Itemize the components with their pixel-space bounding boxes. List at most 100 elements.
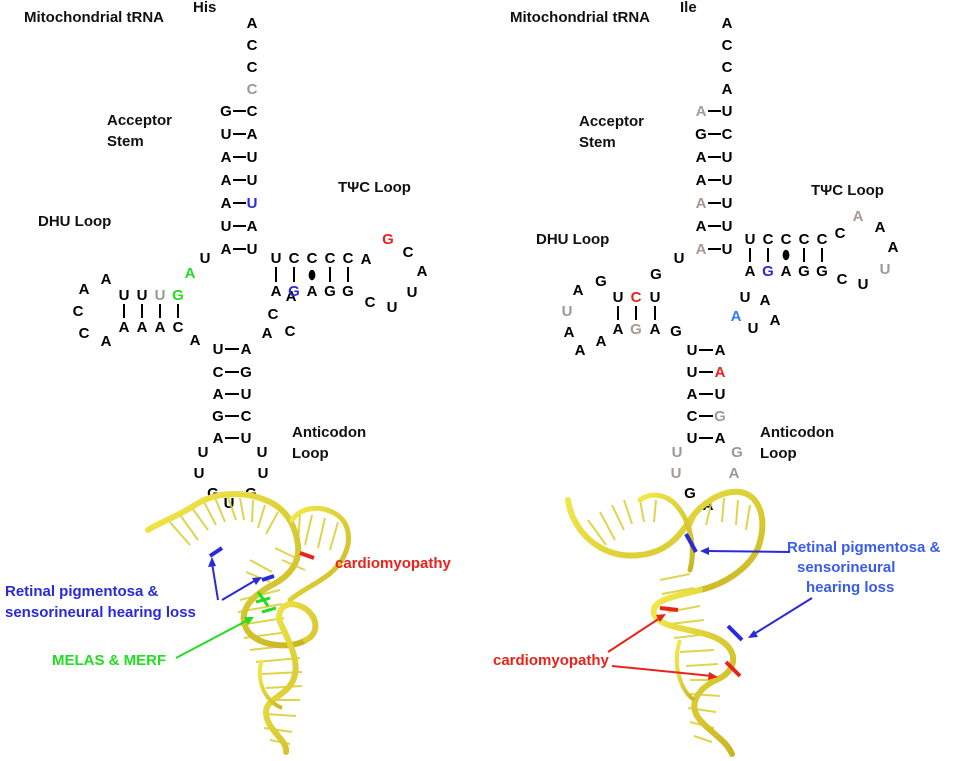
left-3d-structure: [145, 491, 351, 755]
nucleotide-letter: U: [687, 364, 698, 381]
right-base-pair-bonds: [617, 110, 823, 439]
nucleotide-letter: A: [213, 386, 224, 403]
nucleotide-letter: G: [595, 273, 607, 290]
nucleotide-letter: U: [672, 444, 683, 461]
nucleotide-letter: G: [695, 126, 707, 143]
nucleotide-letter: A: [696, 172, 707, 189]
nucleotide-letter: A: [731, 308, 742, 325]
nucleotide-letter: U: [858, 276, 869, 293]
nucleotide-letter: G: [324, 283, 336, 300]
nucleotide-letter: A: [247, 15, 258, 32]
nucleotide-letter: C: [365, 294, 376, 311]
nucleotide-letter: G: [762, 263, 774, 280]
nucleotide-letter: A: [221, 241, 232, 258]
nucleotide-letter: A: [770, 312, 781, 329]
nucleotide-letter: U: [740, 289, 751, 306]
nucleotide-letter: C: [837, 271, 848, 288]
nucleotide-letter: A: [564, 324, 575, 341]
nucleotide-letter: U: [387, 299, 398, 316]
nucleotide-letter: G: [220, 103, 232, 120]
nucleotide-letter: C: [781, 231, 792, 248]
nucleotide-letter: A: [247, 218, 258, 235]
nucleotide-letter: U: [221, 218, 232, 235]
svg-text:sensorineural: sensorineural: [797, 559, 895, 576]
nucleotide-letter: U: [155, 287, 166, 304]
nucleotide-letter: C: [247, 103, 258, 120]
nucleotide-letter: C: [763, 231, 774, 248]
nucleotide-letter: U: [687, 342, 698, 359]
nucleotide-letter: A: [361, 251, 372, 268]
nucleotide-letter: A: [715, 430, 726, 447]
left-melas-annotation: MELAS & MERF: [52, 617, 254, 669]
nucleotide-letter: A: [687, 386, 698, 403]
nucleotide-letter: A: [221, 195, 232, 212]
nucleotide-letter: A: [696, 195, 707, 212]
nucleotide-letter: A: [696, 149, 707, 166]
nucleotide-letter: A: [247, 126, 258, 143]
nucleotide-letter: A: [696, 241, 707, 258]
svg-text:cardiomyopathy: cardiomyopathy: [493, 652, 610, 669]
nucleotide-letter: A: [729, 465, 740, 482]
left-anticodon-loop-label-1: Anticodon: [292, 424, 366, 441]
nucleotide-letter: A: [650, 321, 661, 338]
left-tpsic-loop-label: TΨC Loop: [338, 179, 411, 196]
nucleotide-letter: G: [207, 485, 219, 502]
svg-text:sensorineural hearing loss: sensorineural hearing loss: [5, 604, 196, 621]
nucleotide-letter: A: [262, 325, 273, 342]
nucleotide-letter: U: [722, 241, 733, 258]
nucleotide-letter: A: [221, 149, 232, 166]
nucleotide-letter: A: [190, 332, 201, 349]
nucleotide-letter: G: [650, 266, 662, 283]
nucleotide-letter: A: [715, 364, 726, 381]
nucleotide-letter: G: [684, 485, 696, 502]
nucleotide-letter: C: [241, 408, 252, 425]
nucleotide-letter: A: [745, 263, 756, 280]
nucleotide-letter: A: [417, 263, 428, 280]
nucleotide-letter: A: [137, 319, 148, 336]
nucleotide-letter: A: [875, 219, 886, 236]
nucleotide-letter: A: [213, 430, 224, 447]
nucleotide-letter: A: [596, 333, 607, 350]
nucleotide-letter: U: [247, 195, 258, 212]
nucleotide-letter: C: [343, 250, 354, 267]
left-anticodon-loop-label-2: Loop: [292, 445, 329, 462]
svg-text:hearing loss: hearing loss: [806, 579, 894, 596]
right-tpsic-loop-label: TΨC Loop: [811, 182, 884, 199]
right-title: Mitochondrial tRNA: [510, 9, 650, 26]
nucleotide-letter: C: [173, 319, 184, 336]
nucleotide-letter: A: [573, 282, 584, 299]
right-title-superscript: Ile: [680, 0, 697, 16]
nucleotide-letter: U: [213, 341, 224, 358]
nucleotide-letter: G: [212, 408, 224, 425]
nucleotide-letter: U: [671, 465, 682, 482]
nucleotide-letter: U: [257, 444, 268, 461]
nucleotide-letter: U: [722, 103, 733, 120]
svg-text:Retinal pigmentosa &: Retinal pigmentosa &: [5, 583, 159, 600]
nucleotide-letter: U: [221, 126, 232, 143]
nucleotide-letter: U: [722, 218, 733, 235]
right-acceptor-stem-label-2: Stem: [579, 134, 616, 151]
nucleotide-letter: U: [247, 172, 258, 189]
nucleotide-letter: U: [722, 149, 733, 166]
nucleotide-letter: A: [307, 283, 318, 300]
nucleotide-letter: C: [79, 325, 90, 342]
nucleotide-letter: U: [407, 284, 418, 301]
nucleotide-letter: A: [696, 218, 707, 235]
right-acceptor-stem-label-1: Acceptor: [579, 113, 644, 130]
nucleotide-letter: U: [562, 303, 573, 320]
nucleotide-letter: G: [816, 263, 828, 280]
nucleotide-letter: C: [799, 231, 810, 248]
left-dhu-loop-label: DHU Loop: [38, 213, 111, 230]
nucleotide-letter: A: [613, 321, 624, 338]
nucleotide-letter: C: [631, 289, 642, 306]
nucleotide-letter: U: [247, 241, 258, 258]
left-cardio-annotation: cardiomyopathy: [335, 555, 452, 572]
nucleotide-letter: C: [285, 323, 296, 340]
svg-text:MELAS & MERF: MELAS & MERF: [52, 652, 166, 669]
nucleotide-letter: G: [342, 283, 354, 300]
nucleotide-letter: G: [382, 231, 394, 248]
nucleotide-letter: U: [194, 465, 205, 482]
right-retinal-annotation: Retinal pigmentosa & sensorineural heari…: [700, 539, 941, 638]
nucleotide-letter: A: [271, 283, 282, 300]
nucleotide-letter: A: [221, 172, 232, 189]
